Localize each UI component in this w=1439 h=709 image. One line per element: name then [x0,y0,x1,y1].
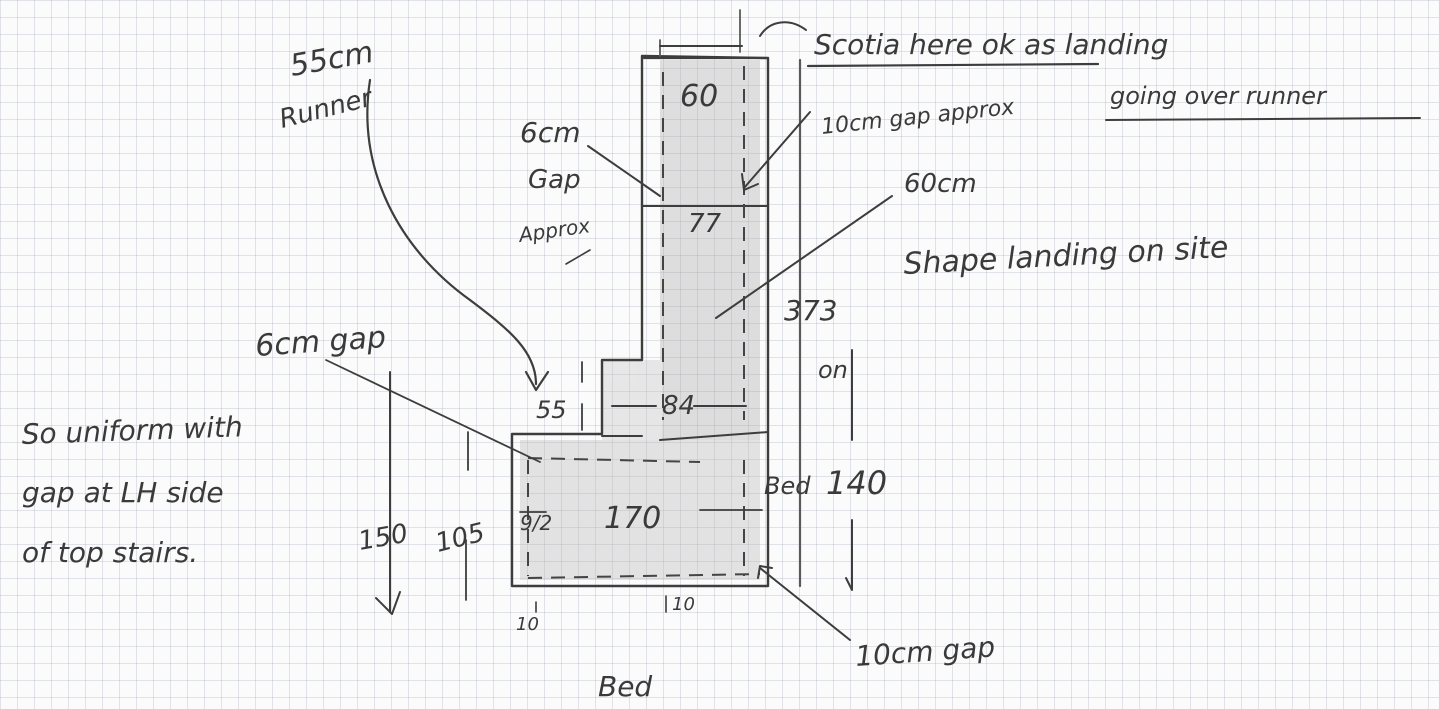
note-bed-bottom: Bed [598,670,652,703]
dim-landing-run: 84 [662,391,695,421]
note-on: on [818,356,848,384]
dashed-guides [527,66,761,579]
note-runner-word: Runner [276,82,377,134]
dim-tread: 77 [688,209,722,239]
note-gap-10cm-bottom: 10cm gap [854,630,996,673]
dimension-lines [375,349,853,615]
dim-height-mid: 105 [432,518,487,559]
note-runner-size: 55cm [287,35,376,84]
dim-small-gap: 9/2 [520,511,552,535]
note-shape-landing: Shape landing on site [903,230,1230,282]
dim-height-left: 150 [356,519,410,557]
note-gap-6cm-gap: Gap [528,165,581,195]
note-scotia-line2: going over runner [1110,82,1328,110]
note-gap-6cm-left: 6cm gap [254,320,387,364]
note-gap-6cm-approx: Approx [515,213,591,247]
note-gap-10cm-top: 10cm gap approx [820,95,1016,140]
note-uniform-line3: of top stairs. [22,536,198,569]
note-scotia-line1: Scotia here ok as landing [814,28,1168,61]
note-width-60cm: 60cm [904,169,977,199]
note-underlines [806,62,1421,121]
dim-gap-right: 10 [672,594,695,615]
dim-runner-width: 55 [536,396,567,424]
note-bed-right: Bed [764,472,811,500]
note-uniform-line2: gap at LH side [22,476,224,509]
dim-gap-left: 10 [516,614,539,635]
dim-landing-width: 170 [604,501,661,536]
dim-length-total: 373 [784,294,837,327]
dim-top-width: 60 [680,79,718,114]
leader-lines [325,21,893,641]
dim-height-right: 140 [826,464,887,502]
note-gap-6cm-top: 6cm [520,116,580,149]
note-uniform-line1: So uniform with [21,410,243,451]
stair-outline [510,9,802,588]
